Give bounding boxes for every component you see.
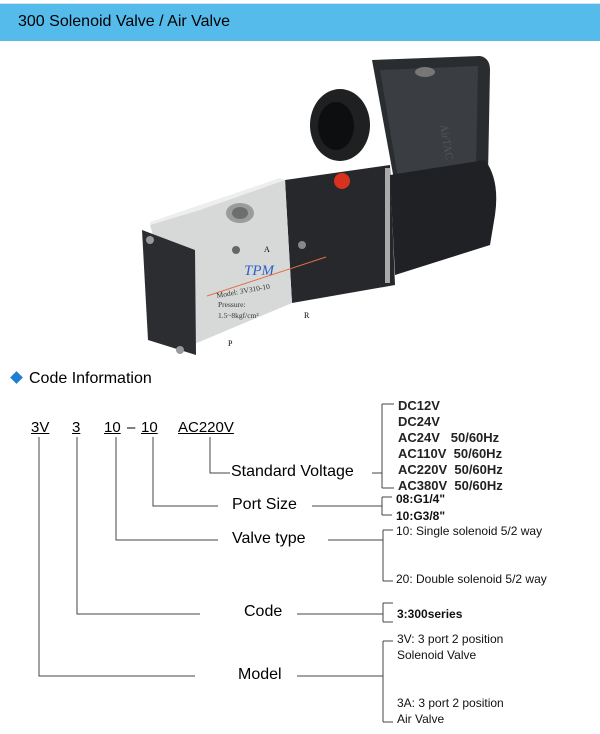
port-a-label: A xyxy=(264,245,270,254)
port-option: 10:G3/8" xyxy=(396,509,446,523)
voltage-option: AC110V 50/60Hz xyxy=(398,446,503,461)
pressure-label: Pressure: xyxy=(218,300,246,309)
model-option-line: 3A: 3 port 2 position xyxy=(397,696,504,710)
type-option: 20: Double solenoid 5/2 way xyxy=(396,572,547,586)
label-valve-type: Valve type xyxy=(232,530,306,547)
model-option-line: Solenoid Valve xyxy=(397,648,477,662)
voltage-option: AC220V 50/60Hz xyxy=(398,462,503,477)
code-model: 3V xyxy=(31,419,50,436)
port-r-label: R xyxy=(304,311,310,320)
type-option: 10: Single solenoid 5/2 way xyxy=(396,524,543,538)
series-option: 3:300series xyxy=(397,607,463,621)
title-bar: 300 Solenoid Valve / Air Valve xyxy=(0,3,600,41)
code-dash: – xyxy=(127,419,136,436)
voltage-option: AC380V 50/60Hz xyxy=(398,478,503,493)
voltage-option: DC12V xyxy=(398,398,440,413)
code-type: 10 xyxy=(104,419,121,436)
voltage-option: DC24V xyxy=(398,414,440,429)
page-title: 300 Solenoid Valve / Air Valve xyxy=(18,13,230,30)
voltage-option: AC24V 50/60Hz xyxy=(398,430,500,445)
port-option: 08:G1/4" xyxy=(396,492,446,506)
label-code: Code xyxy=(244,603,283,620)
model-option-line: Air Valve xyxy=(397,712,445,726)
pressure-range: 1.5~8kgf/cm² xyxy=(218,311,259,320)
section-heading: Code Information xyxy=(10,370,152,388)
label-standard-voltage: Standard Voltage xyxy=(231,463,354,480)
product-image: AirTAC A TPM Model: 3V310-10 Pressure: 1… xyxy=(142,56,497,355)
brand-label: TPM xyxy=(244,263,276,279)
code-port: 10 xyxy=(141,419,158,436)
label-model: Model xyxy=(238,666,282,683)
label-port-size: Port Size xyxy=(232,496,297,513)
port-p-label: P xyxy=(228,339,233,348)
section-title: Code Information xyxy=(29,370,152,387)
model-option-line: 3V: 3 port 2 position xyxy=(397,632,504,646)
code-series: 3 xyxy=(72,419,81,436)
code-voltage: AC220V xyxy=(178,419,234,436)
